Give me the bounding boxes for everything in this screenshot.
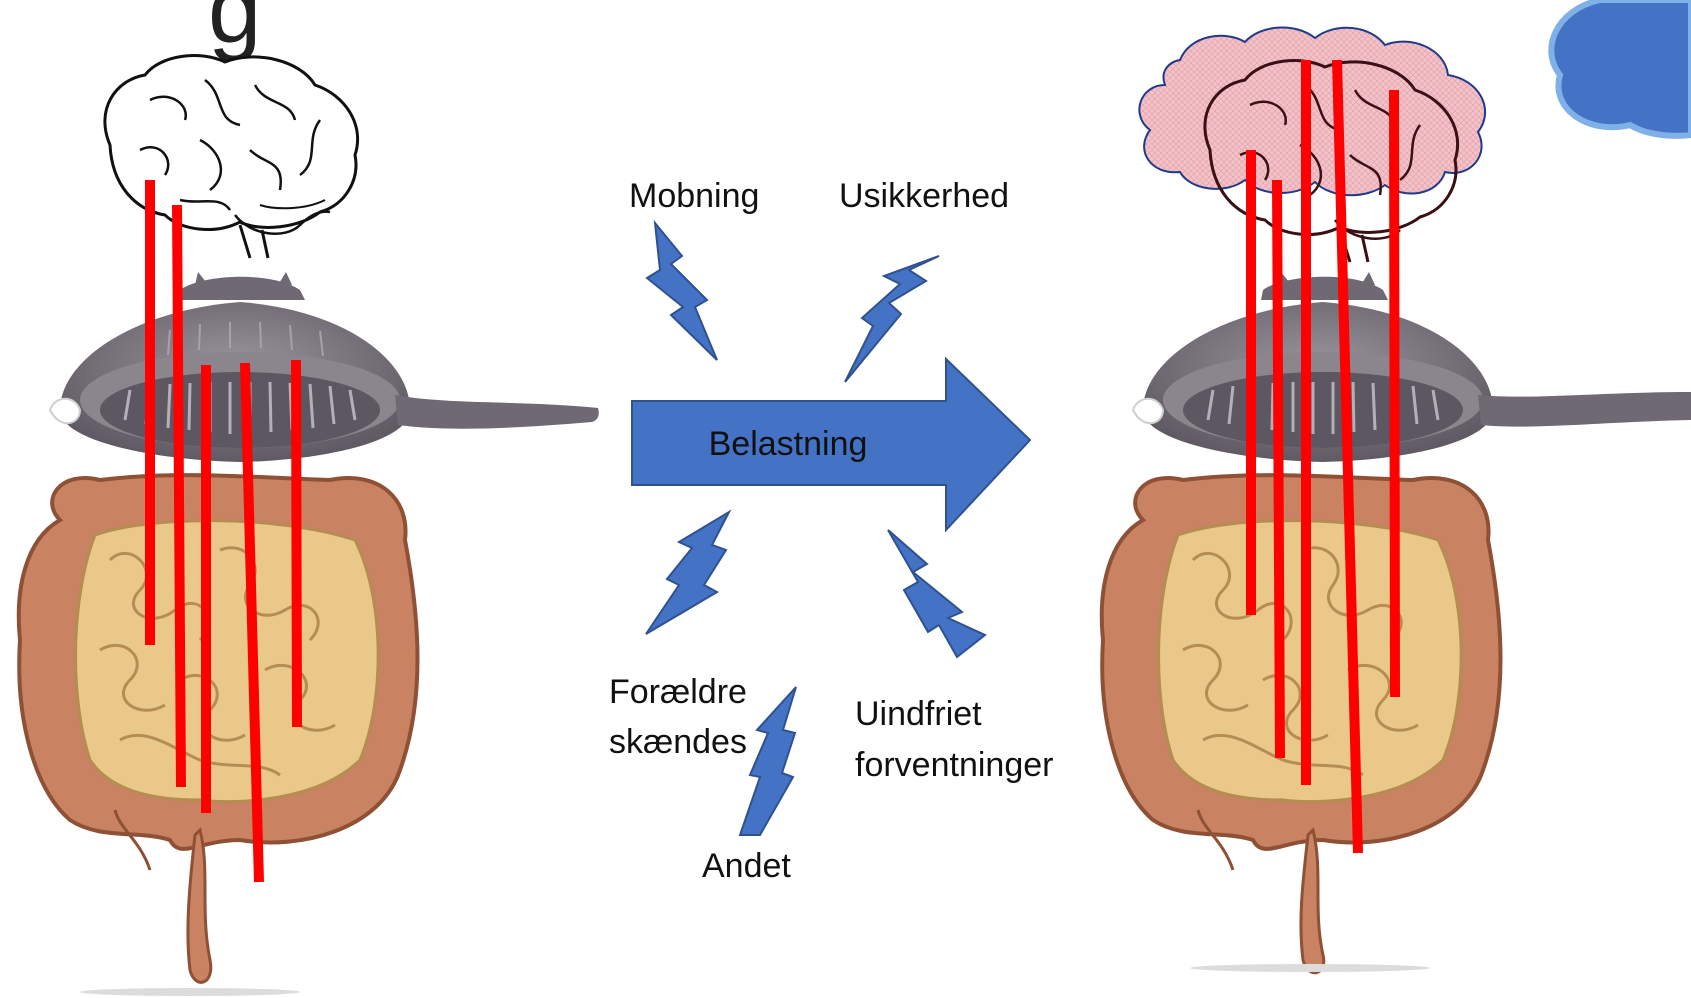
right-figure — [1102, 27, 1691, 972]
title-fragment: g — [208, 0, 261, 63]
lightning-bolt-bottom-right-icon — [888, 530, 985, 657]
left-figure — [19, 56, 599, 996]
arrow-label: Belastning — [709, 425, 868, 463]
colander-right — [1133, 272, 1691, 462]
blue-cloud-fragment — [1551, 0, 1691, 136]
colander-left — [50, 272, 599, 462]
stressor-bottom: Andet — [702, 847, 791, 885]
stressor-bottom-left-line2: skændes — [609, 723, 747, 761]
lightning-bolt-top-right-icon — [845, 256, 939, 382]
lightning-bolt-bottom-icon — [740, 687, 796, 835]
stressor-bottom-right-line1: Uindfriet — [855, 695, 982, 733]
stressor-bottom-right-line2: forventninger — [855, 746, 1053, 784]
stressor-bottom-left-line1: Forældre — [609, 673, 747, 711]
intestines-left — [19, 475, 418, 996]
brain-icon-left — [105, 56, 358, 258]
lightning-bolt-bottom-left-icon — [646, 512, 729, 634]
stressor-top-left: Mobning — [629, 177, 759, 215]
center-panel: Belastning Mobning Usikkerhed Forældre s… — [609, 177, 1053, 885]
lightning-bolt-top-left-icon — [647, 223, 717, 360]
stressor-top-right: Usikkerhed — [839, 177, 1009, 215]
pink-cloud — [1139, 27, 1485, 195]
